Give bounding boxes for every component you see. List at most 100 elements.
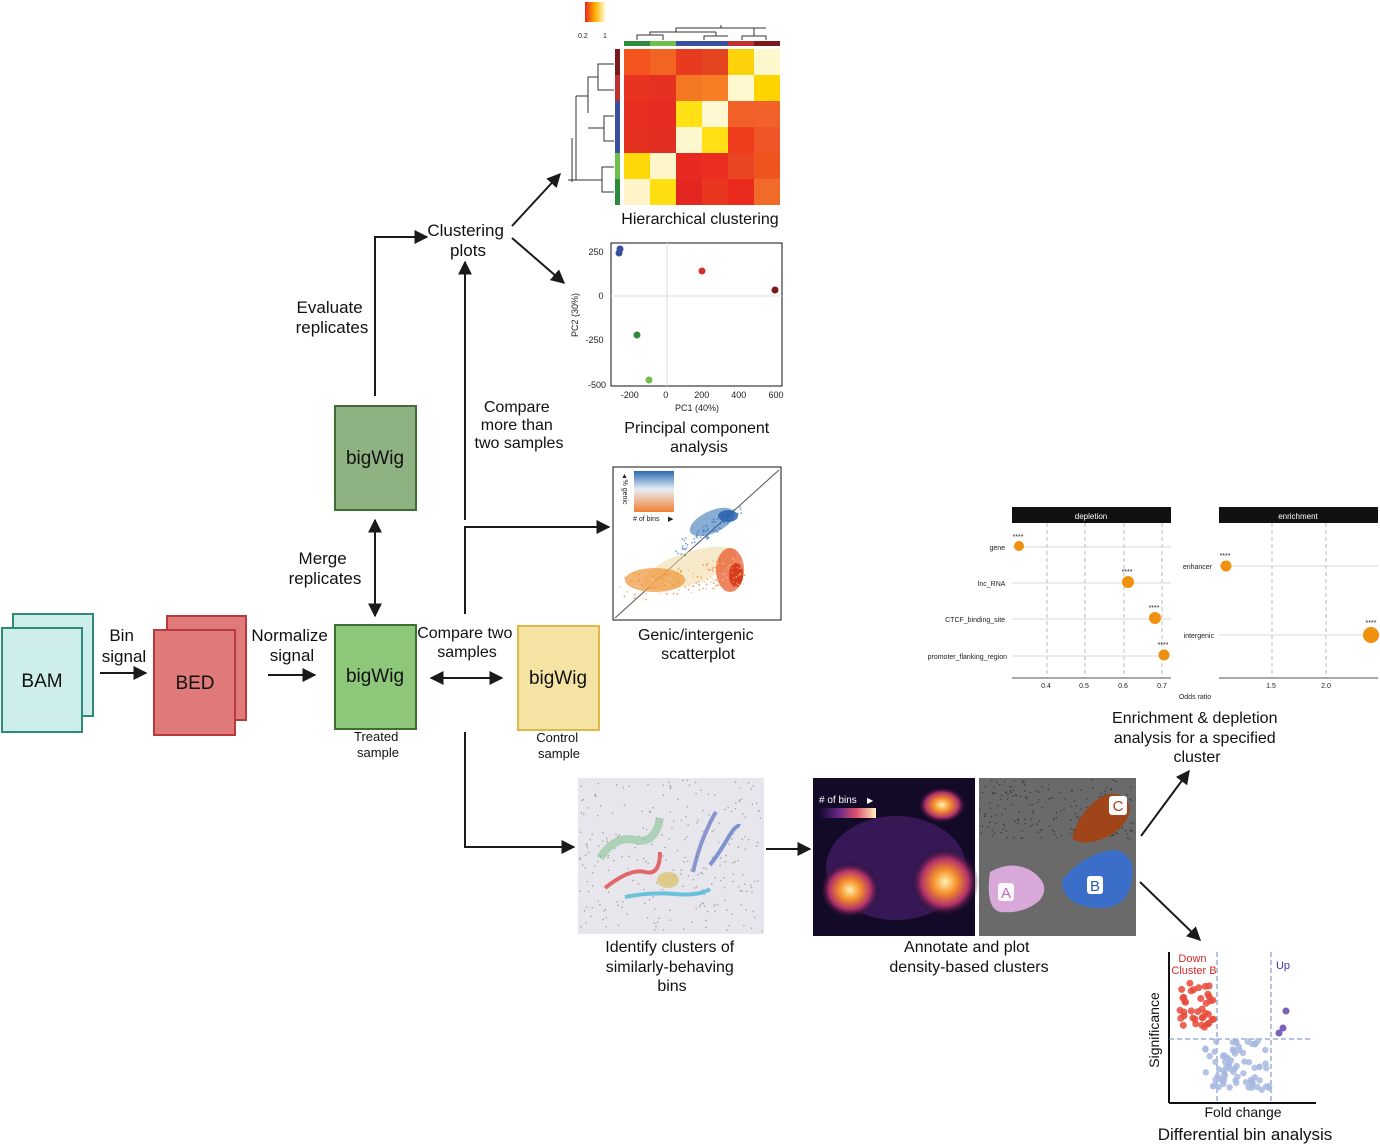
- heatmap-cell: [702, 153, 728, 179]
- noise-dot: [1036, 801, 1039, 804]
- scatter-dot: [739, 506, 741, 509]
- noise-dot: [1032, 810, 1034, 812]
- noise-dot: [1021, 829, 1024, 832]
- genic-scatter-panel: % genic # of bins ▶ ▲ Genic/intergenic s…: [612, 466, 782, 663]
- cluster-dot: [605, 917, 608, 919]
- noise-dot: [1052, 797, 1054, 799]
- to-volcano-arrow: [1139, 881, 1202, 941]
- scatter-dot: [732, 508, 735, 511]
- scatter-dot: [692, 572, 695, 575]
- cluster-dot: [713, 829, 716, 832]
- cluster-dot: [584, 854, 587, 856]
- noise-dot: [1127, 836, 1129, 839]
- heatmap-cell: [728, 127, 754, 153]
- cluster-dot: [738, 799, 740, 801]
- scatter-dot: [645, 593, 648, 596]
- cluster-dot: [737, 846, 740, 849]
- cluster-dot: [579, 890, 581, 893]
- cluster-dot: [749, 884, 752, 886]
- scatter-dot: [712, 587, 715, 590]
- cluster-dot: [679, 873, 682, 876]
- cluster-dot: [588, 851, 590, 854]
- scatter-dot: [732, 563, 735, 566]
- cluster-dot: [705, 919, 707, 922]
- bigwig-merged-label: bigWig: [346, 448, 404, 469]
- scatter-dot: [669, 577, 672, 579]
- cluster-dot: [716, 904, 719, 906]
- noise-dot: [1019, 795, 1022, 797]
- cluster-dot: [602, 918, 604, 921]
- ns-point: [1251, 1064, 1258, 1071]
- noise-dot: [1024, 796, 1027, 799]
- scatter-dot: [714, 566, 717, 569]
- cluster-dot: [714, 794, 716, 796]
- down-point: [1179, 1021, 1187, 1029]
- noise-dot: [1001, 813, 1004, 816]
- cluster-dot: [611, 812, 614, 815]
- cluster-dot: [685, 815, 687, 818]
- noise-dot: [1035, 790, 1037, 792]
- down-point: [1186, 979, 1194, 987]
- noise-dot: [1002, 828, 1005, 830]
- cluster-dot: [680, 819, 683, 822]
- play-icon: ▶: [867, 796, 874, 805]
- ns-point: [1215, 1066, 1223, 1073]
- scatter-title: Genic/intergenic scatterplot: [638, 627, 758, 663]
- heatmap-cell: [650, 179, 676, 205]
- ns-point: [1256, 1063, 1263, 1071]
- scatter-dot: [696, 536, 699, 539]
- cluster-dot: [607, 856, 609, 859]
- cluster-dot: [586, 846, 588, 849]
- cluster-dot: [622, 901, 624, 903]
- heatmap-top-colorbar: [624, 41, 780, 46]
- cluster-dot: [617, 924, 620, 927]
- scatter-dot: [721, 582, 724, 585]
- scatter-dot: [676, 593, 679, 595]
- cluster-dot: [645, 828, 648, 831]
- noise-dot: [1031, 824, 1034, 826]
- cluster-dot: [628, 785, 630, 788]
- ns-point: [1233, 1079, 1240, 1087]
- cluster-dot: [655, 882, 658, 884]
- ns-point: [1202, 1069, 1210, 1076]
- noise-dot: [1013, 780, 1015, 782]
- group-color: [702, 41, 728, 46]
- cluster-dot: [742, 813, 744, 815]
- noise-dot: [988, 802, 991, 805]
- down-point: [1195, 984, 1203, 992]
- scatter-dot: [731, 519, 734, 522]
- down-point: [1187, 1007, 1195, 1015]
- noise-dot: [999, 798, 1002, 801]
- scatter-dot: [707, 527, 709, 530]
- cluster-dot: [604, 908, 607, 911]
- noise-dot: [980, 832, 983, 834]
- scatter-dot: [687, 569, 690, 572]
- scatter-dot: [712, 520, 715, 523]
- noise-dot: [1015, 794, 1017, 796]
- cluster-dot: [700, 871, 702, 874]
- ns-point: [1226, 1065, 1234, 1072]
- scatter-dot: [715, 584, 717, 587]
- bigwig-control-label: bigWig: [529, 668, 587, 689]
- cluster-dot: [744, 836, 746, 838]
- noise-dot: [990, 815, 993, 818]
- noise-dot: [995, 813, 998, 816]
- cluster-dot: [713, 903, 716, 906]
- cluster-dot: [689, 869, 692, 871]
- scatter-dot: [673, 584, 675, 587]
- noise-dot: [1115, 780, 1117, 783]
- cluster-dot: [615, 784, 618, 786]
- noise-dot: [1053, 833, 1056, 836]
- to-clusters-arrow: [464, 732, 576, 854]
- heatmap-cell: [728, 153, 754, 179]
- cluster-dot: [753, 916, 756, 919]
- cluster-dot: [662, 929, 665, 931]
- cluster-dot: [693, 887, 696, 889]
- cluster-dot: [591, 885, 594, 887]
- cluster-dot: [691, 921, 693, 923]
- cluster-dot: [700, 789, 702, 791]
- scatter-dot: [737, 583, 740, 586]
- scatter-dot: [625, 579, 628, 582]
- noise-dot: [1048, 825, 1051, 827]
- noise-dot: [993, 786, 996, 788]
